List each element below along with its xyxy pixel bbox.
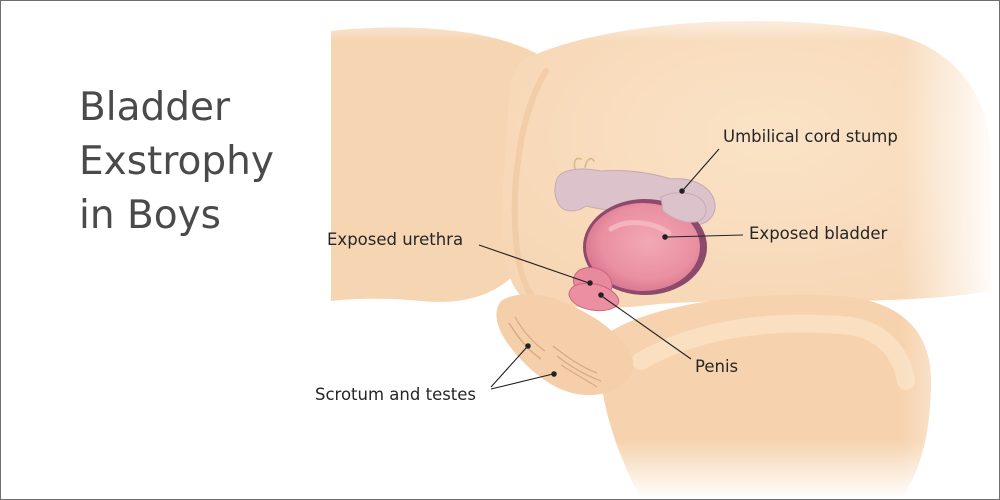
- label-exposed-urethra: Exposed urethra: [327, 230, 464, 249]
- title-line-1: Bladder: [79, 85, 231, 130]
- fade-bottom: [301, 441, 999, 499]
- title-line-3: in Boys: [79, 193, 221, 238]
- title-line-2: Exstrophy: [79, 139, 274, 184]
- leader-dot-umbilical: [679, 188, 685, 194]
- scrotum-crease-2: [514, 316, 546, 352]
- thigh-belly-crease: [511, 68, 549, 304]
- right-leg-highlight: [632, 314, 915, 390]
- leader-dot-bladder: [662, 234, 668, 240]
- scrotum-crease-1: [508, 322, 542, 360]
- label-scrotum-and-testes: Scrotum and testes: [315, 385, 477, 404]
- label-umbilical-cord-stump: Umbilical cord stump: [723, 127, 898, 146]
- bladder-highlight: [608, 220, 672, 236]
- leader-line-umbilical: [683, 148, 720, 190]
- scrotum-crease-3: [552, 345, 598, 374]
- label-exposed-bladder: Exposed bladder: [749, 224, 888, 243]
- leader-line-penis: [602, 296, 692, 360]
- cord-tuft: [573, 157, 595, 170]
- leader-dot-penis: [598, 292, 604, 298]
- leader-dot-scrotum-2: [551, 371, 557, 377]
- diagram-title: Bladder Exstrophy in Boys: [79, 81, 339, 243]
- fade-right: [901, 1, 999, 499]
- fade-top: [301, 1, 999, 41]
- leader-line-scrotum-1: [490, 346, 528, 388]
- scrotum-crease-5: [560, 364, 598, 388]
- leader-line-urethra: [478, 244, 590, 284]
- label-penis: Penis: [695, 357, 739, 376]
- leader-dot-urethra: [587, 280, 593, 286]
- leader-line-bladder: [666, 234, 744, 238]
- leader-line-scrotum-2: [490, 373, 554, 390]
- scrotum: [496, 294, 634, 396]
- scrotum-crease-4: [556, 355, 602, 382]
- leader-dot-scrotum-1: [525, 343, 531, 349]
